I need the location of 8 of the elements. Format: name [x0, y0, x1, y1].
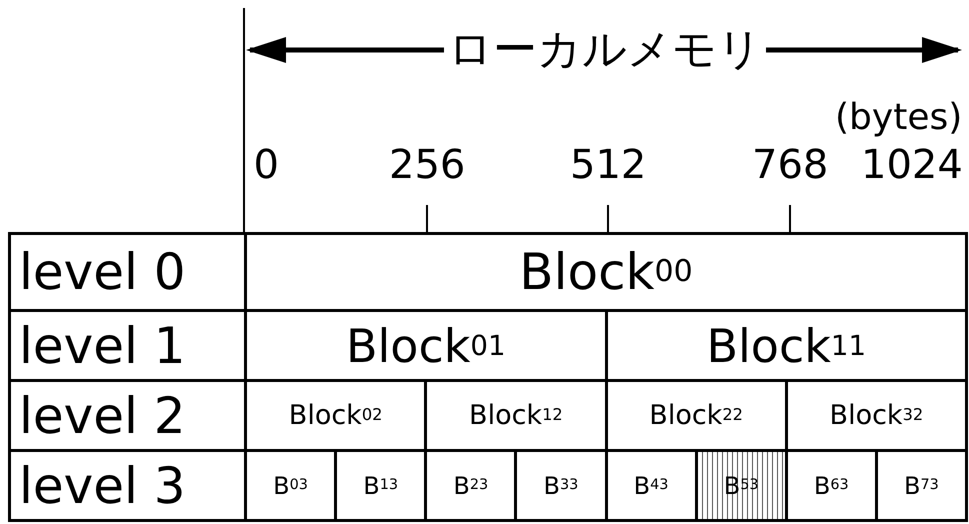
row-header: level 3: [8, 449, 247, 522]
tick-label: 0: [254, 145, 279, 185]
unit-label: (bytes): [835, 100, 962, 136]
row-header: level 0: [8, 232, 247, 312]
tick-label: 256: [389, 145, 466, 185]
tick-label: 768: [752, 145, 828, 185]
tick-label: 512: [570, 145, 646, 185]
tick-label: 1024: [861, 145, 963, 185]
